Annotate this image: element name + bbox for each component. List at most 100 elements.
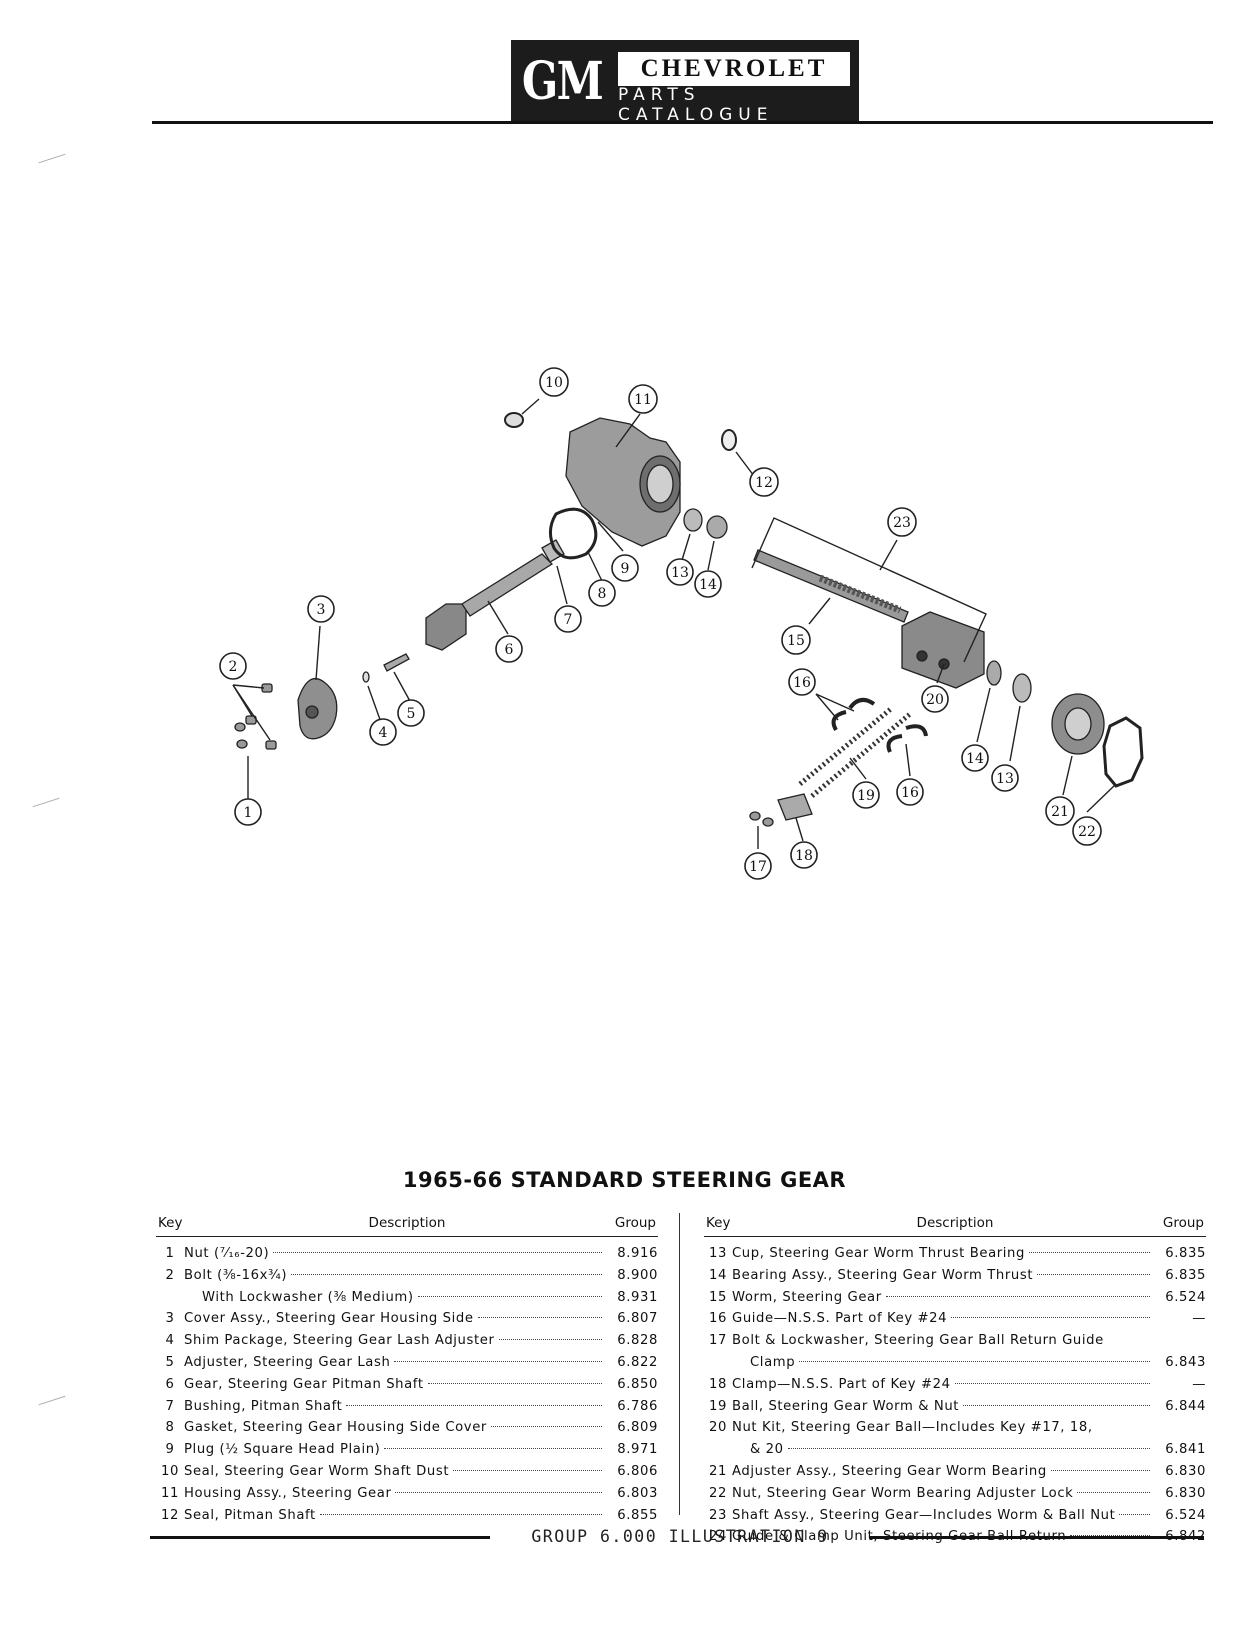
row-key: 6 [165,1376,175,1392]
row-key: 4 [165,1333,175,1349]
leader-dots [273,1251,602,1253]
row-group: — [1192,1311,1206,1327]
row-group: 6.843 [1165,1354,1206,1370]
part-shim [362,671,370,683]
row-description: Worm, Steering Gear [732,1289,882,1305]
row-group: 6.809 [617,1420,658,1436]
row-group: 6.828 [617,1333,658,1349]
row-key: 23 [709,1507,727,1523]
part-cup [683,508,703,532]
part-bearing [706,515,728,539]
leader-dots [477,1316,602,1319]
row-description: Nut (⁷⁄₁₆-20) [184,1246,270,1261]
row-key: 11 [161,1485,179,1501]
row-key: 21 [709,1463,727,1479]
row-description: Bolt & Lockwasher, Steering Gear Ball Re… [732,1333,1104,1349]
row-group: 8.971 [617,1442,658,1458]
chevrolet-catalogue-logo: GM CHEVROLET PARTS CATALOGUE [511,40,859,125]
row-key: 19 [709,1398,727,1414]
part-gasket [549,507,598,560]
part-ball-nut [901,611,985,689]
leader-dots [1077,1491,1150,1493]
table-row: 23 Shaft Assy., Steering Gear—Includes Wo… [704,1505,1206,1527]
leader-dots [885,1295,1150,1297]
leader-dots [498,1338,602,1341]
row-group: 6.830 [1165,1463,1206,1479]
header-group: Group [614,1215,656,1231]
row-description: Shaft Assy., Steering Gear—Includes Worm… [732,1507,1116,1523]
row-description: Bolt (⅜-16x¾) [184,1267,288,1283]
header-key: Key [158,1215,183,1231]
leader-dots [427,1382,602,1384]
leader-dots [963,1404,1150,1406]
row-key: 9 [165,1442,175,1458]
row-key: 10 [161,1463,179,1479]
row-key: 20 [709,1420,727,1436]
row-group: 6.822 [617,1354,658,1370]
row-description: Adjuster Assy., Steering Gear Worm Beari… [732,1463,1047,1479]
table-row: With Lockwasher (⅜ Medium) 8.931 [156,1287,658,1309]
table-row: 5 Adjuster, Steering Gear Lash 6.822 [156,1352,658,1374]
row-description: Seal, Steering Gear Worm Shaft Dust [184,1463,450,1479]
leader-lines [232,398,1117,849]
row-group: 8.931 [617,1289,658,1305]
assembly-bracket [751,517,987,663]
part-nut [236,739,248,749]
row-description: Nut, Steering Gear Worm Bearing Adjuster… [732,1485,1074,1501]
row-description: Guide—N.S.S. Part of Key #24 [732,1311,948,1327]
row-group: 6.855 [617,1507,658,1523]
row-description-continued: & 20 [750,1442,784,1458]
header-key: Key [706,1215,731,1231]
table-header: Description Key Group [704,1215,1206,1237]
row-description: Adjuster, Steering Gear Lash [184,1354,391,1370]
row-group: 6.844 [1165,1398,1206,1414]
leader-dots [384,1447,602,1450]
row-description-continued: Clamp [750,1354,796,1370]
leader-dots [954,1382,1150,1384]
part-bolts [234,683,277,750]
gm-logo-text: GM [521,50,604,112]
row-key: 17 [709,1333,727,1349]
table-row: 17 Bolt & Lockwasher, Steering Gear Ball … [704,1330,1206,1374]
table-row: 14 Bearing Assy., Steering Gear Worm Thru… [704,1265,1206,1287]
row-key: 14 [709,1267,727,1283]
row-description: Gasket, Steering Gear Housing Side Cover [184,1420,487,1436]
part-balls [798,706,894,786]
row-description: With Lockwasher (⅜ Medium) [202,1289,414,1305]
part-guide [848,697,876,710]
part-housing [565,417,681,547]
row-group: 8.916 [617,1246,658,1261]
header-group: Group [1162,1215,1204,1231]
row-group: 6.835 [1165,1246,1206,1261]
row-description: Bearing Assy., Steering Gear Worm Thrust [732,1267,1034,1283]
diagram-parts [234,412,1144,827]
leader-dots [1028,1251,1150,1253]
row-description: Bushing, Pitman Shaft [184,1398,343,1414]
row-key: 3 [165,1311,175,1327]
parts-list-title: 1965-66 STANDARD STEERING GEAR [402,1168,847,1192]
row-key: 5 [165,1354,175,1370]
header-description: Description [368,1215,446,1231]
row-description: Seal, Pitman Shaft [184,1507,316,1523]
leader-dots [787,1447,1150,1450]
leader-dots [951,1316,1150,1319]
leader-dots [1037,1273,1150,1275]
leader-dots [394,1360,602,1362]
leader-dots [291,1273,602,1275]
leader-dots [1119,1513,1150,1515]
